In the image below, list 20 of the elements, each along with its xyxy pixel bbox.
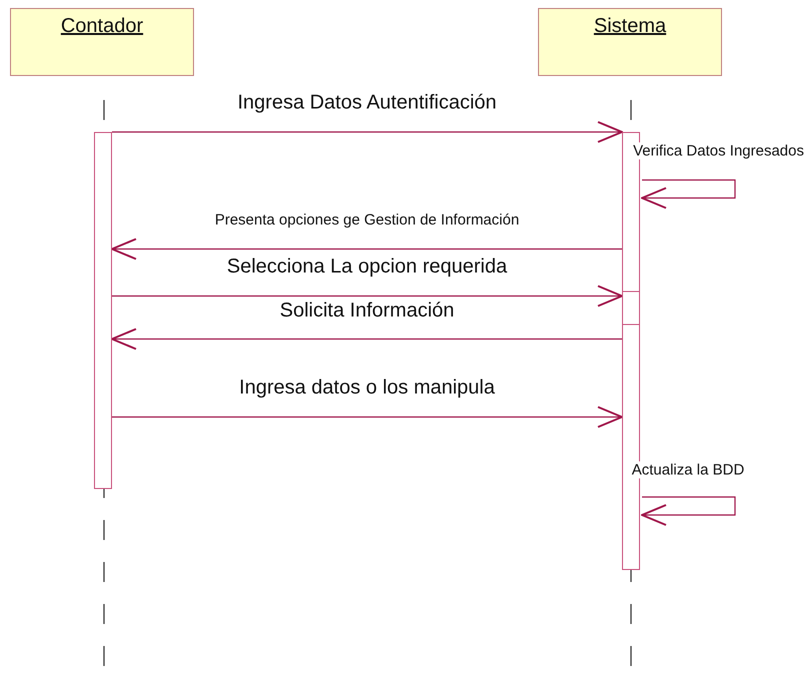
message-arrow: [112, 121, 623, 143]
edge-label: Solicita Información: [278, 300, 456, 322]
lifeline-name: Contador: [60, 15, 144, 38]
edge-label: Ingresa datos o los manipula: [238, 376, 496, 400]
message-arrow: [641, 179, 736, 209]
edge-label: Ingresa Datos Autentificación: [236, 92, 498, 114]
activation-bar: [622, 290, 640, 324]
message-arrow: [111, 328, 622, 350]
edge-label: Actualiza la BDD: [630, 461, 746, 479]
lifeline-header: [538, 8, 722, 76]
edge-label: Presenta opciones ge Gestion de Información: [214, 211, 520, 229]
edge-label: Selecciona La opcion requerida: [226, 256, 508, 278]
message-arrow: [112, 406, 623, 428]
lifeline-header: [10, 8, 194, 76]
message-arrow: [112, 285, 623, 307]
message-arrow: [641, 496, 736, 526]
edge-label: Verifica Datos Ingresados: [632, 142, 805, 160]
message-arrow: [111, 238, 622, 260]
activation-bar: [94, 132, 112, 489]
lifeline-name: Sistema: [594, 15, 666, 38]
